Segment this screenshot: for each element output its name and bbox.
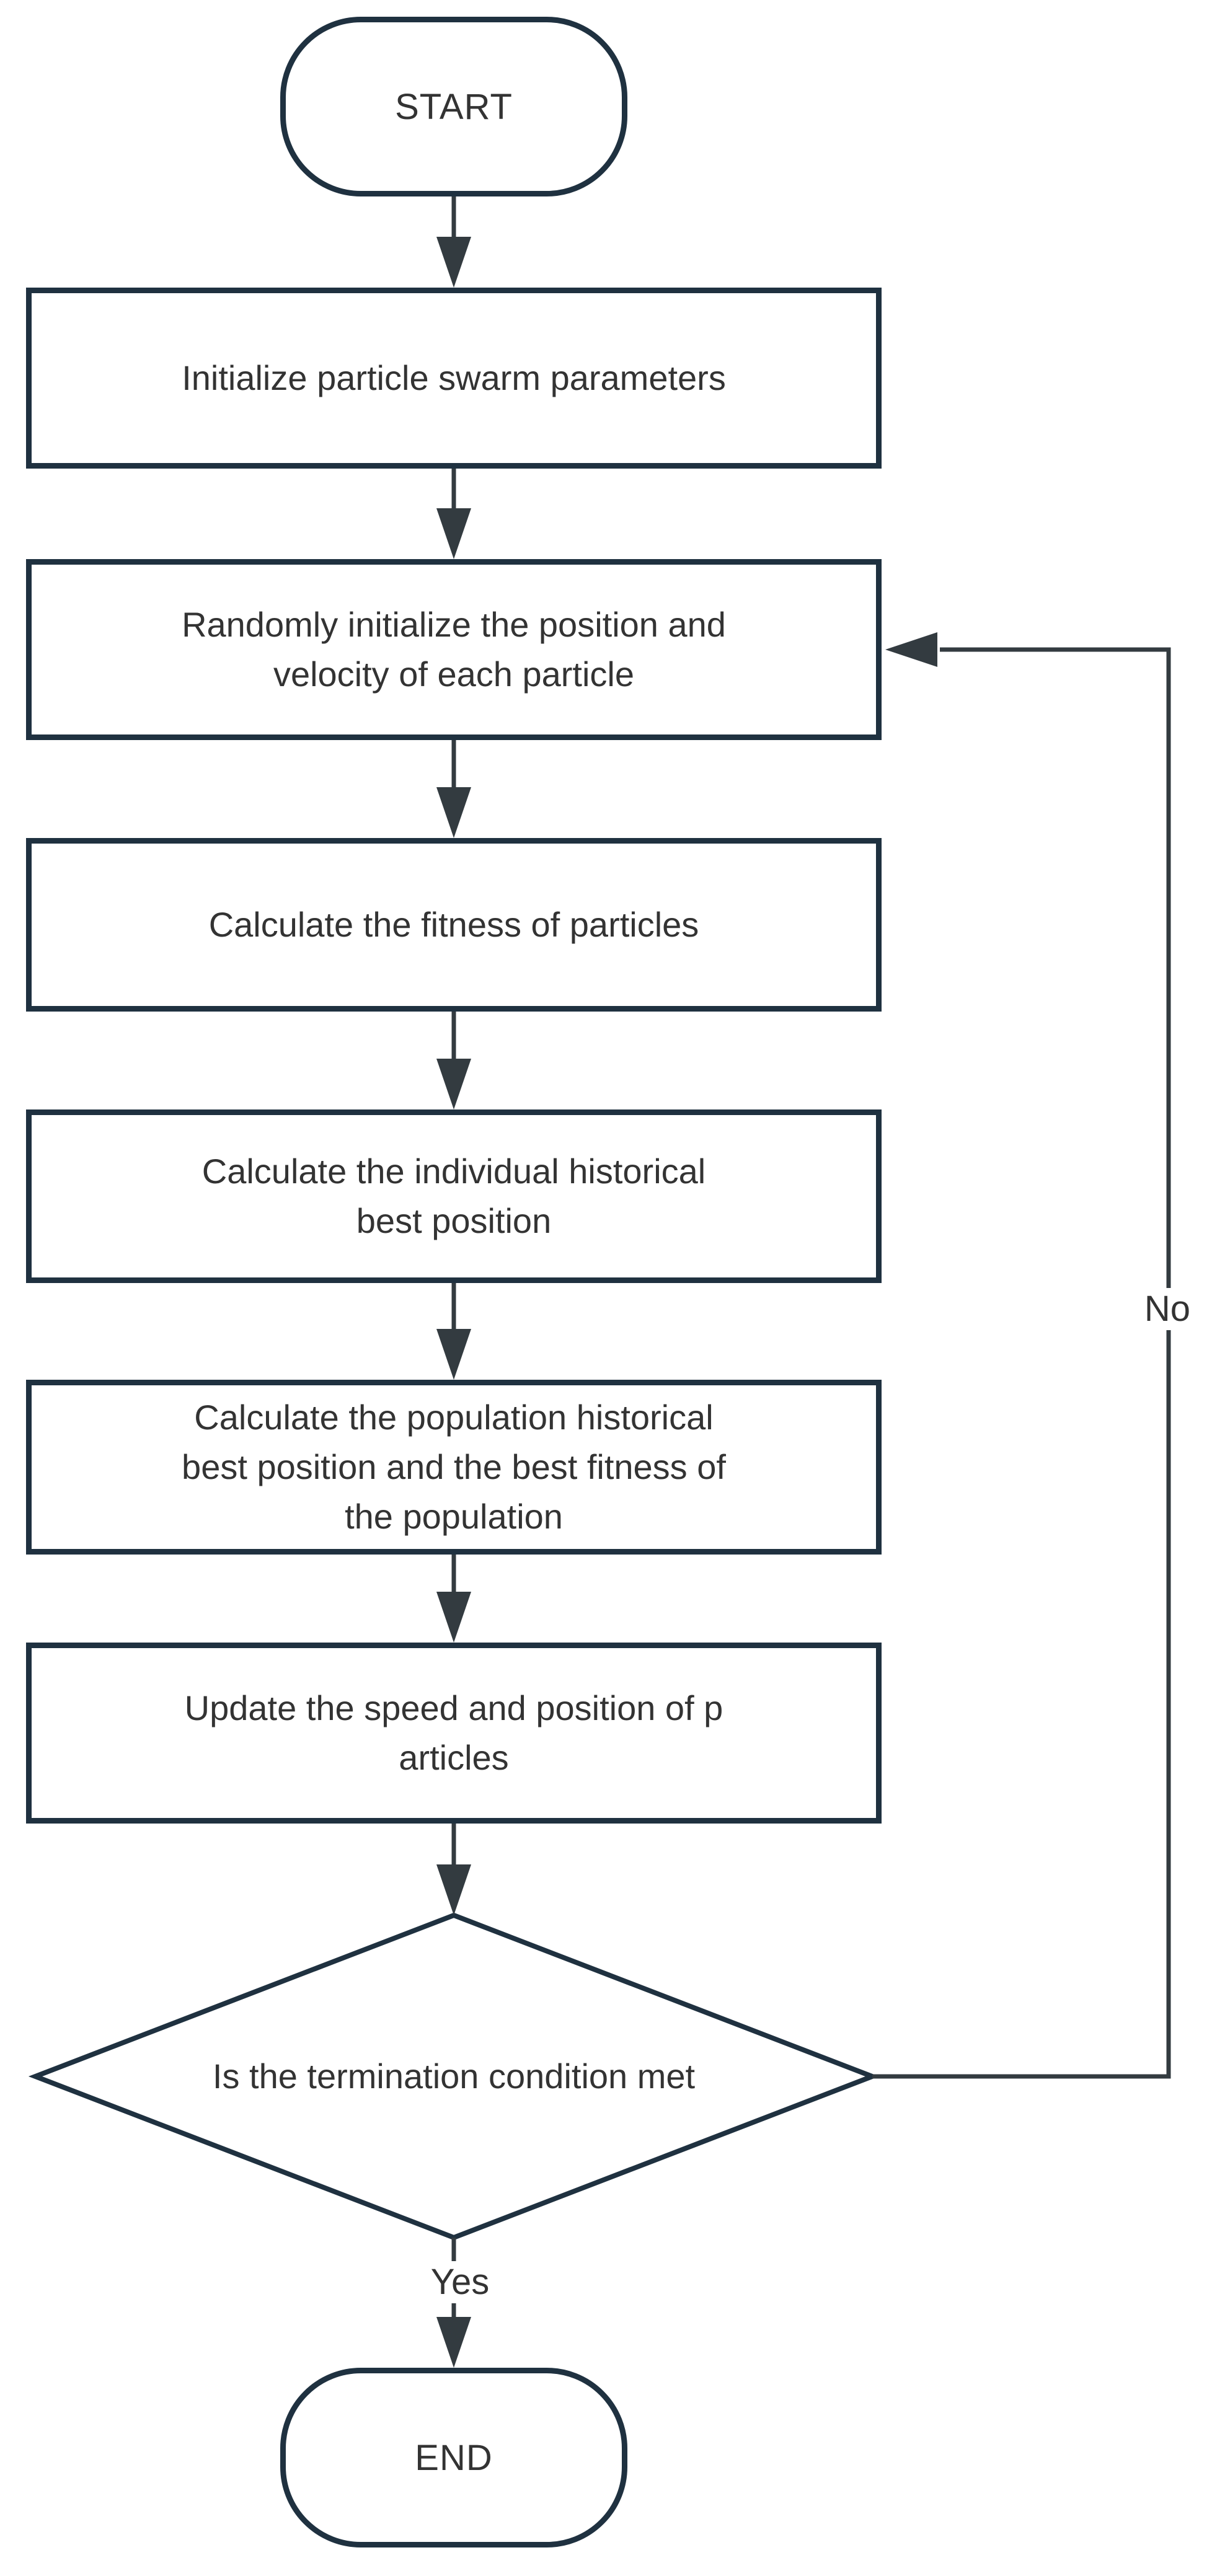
arrowhead-icon [436, 1059, 471, 1109]
arrowhead-icon [436, 1592, 471, 1643]
no-edge-label: No [1136, 1288, 1198, 1330]
arrowhead-icon [436, 508, 471, 559]
end-label: END [415, 2437, 493, 2478]
process-calculate-fitness: Calculate the fitness of particles [26, 838, 882, 1012]
process-label: Calculate the fitness of particles [208, 905, 699, 944]
start-terminal: START [280, 17, 627, 196]
arrowhead-icon [436, 2317, 471, 2368]
arrowhead-icon [885, 632, 937, 667]
end-terminal: END [280, 2368, 627, 2547]
arrowhead-icon [436, 1864, 471, 1915]
process-label: Initialize particle swarm parameters [182, 358, 726, 397]
start-label: START [395, 86, 513, 127]
arrowhead-icon [436, 787, 471, 838]
arrowhead-icon [436, 1329, 471, 1380]
yes-edge-label: Yes [423, 2261, 497, 2303]
process-initialize-parameters: Initialize particle swarm parameters [26, 288, 882, 469]
arrowhead-icon [436, 237, 471, 288]
decision-label: Is the termination condition met [212, 2057, 696, 2096]
arrow-no-loop [872, 647, 1171, 2079]
